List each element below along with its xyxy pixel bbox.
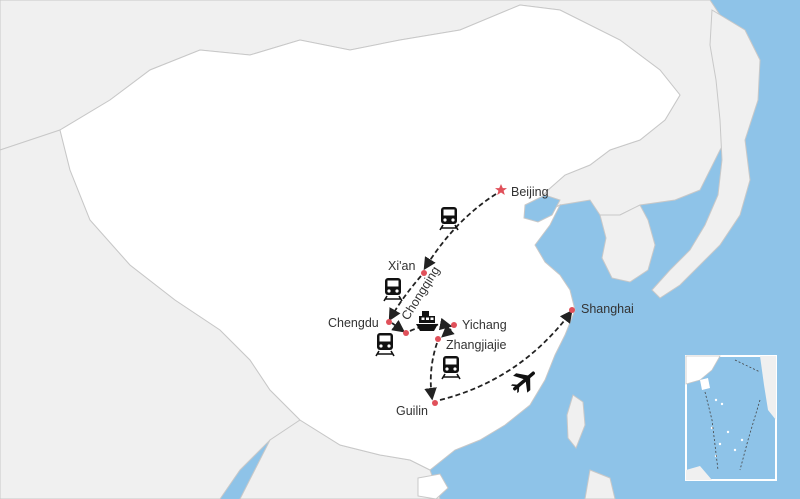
hainan-island: [417, 473, 449, 499]
route-yichang-zhangjiajie: [441, 324, 455, 338]
city-label-guilin: Guilin: [396, 404, 428, 418]
philippines: [584, 469, 616, 499]
route-guilin-shanghai: [439, 309, 573, 401]
south-china-sea-inset: [685, 355, 777, 481]
route-xian-chengdu: [388, 275, 422, 322]
taiwan: [566, 394, 586, 449]
city-marker-chongqing: [403, 330, 409, 336]
city-marker-guilin: [432, 400, 438, 406]
city-marker-xian: [421, 270, 427, 276]
bohai-sea: [523, 194, 561, 223]
city-label-xian: Xi'an: [388, 259, 415, 273]
route-chengdu-chongqing: [391, 319, 406, 333]
city-label-chengdu: Chengdu: [328, 316, 379, 330]
city-marker-chengdu: [386, 319, 392, 325]
korean-peninsula: [599, 204, 656, 283]
japan: [651, 9, 761, 299]
route-beijing-xian: [423, 193, 497, 271]
city-label-yichang: Yichang: [462, 318, 507, 332]
airplane-icon: [510, 371, 535, 394]
city-marker-beijing: [495, 184, 507, 195]
city-label-beijing: Beijing: [511, 185, 549, 199]
route-zhangjiajie-guilin: [424, 342, 438, 401]
city-label-shanghai: Shanghai: [581, 302, 634, 316]
city-label-zhangjiajie: Zhangjiajie: [446, 338, 507, 352]
city-marker-shanghai: [569, 307, 575, 313]
city-marker-zhangjiajie: [435, 336, 441, 342]
china-mainland: [59, 4, 681, 471]
city-marker-yichang: [451, 322, 457, 328]
cruise-ship-icon: [416, 311, 438, 331]
